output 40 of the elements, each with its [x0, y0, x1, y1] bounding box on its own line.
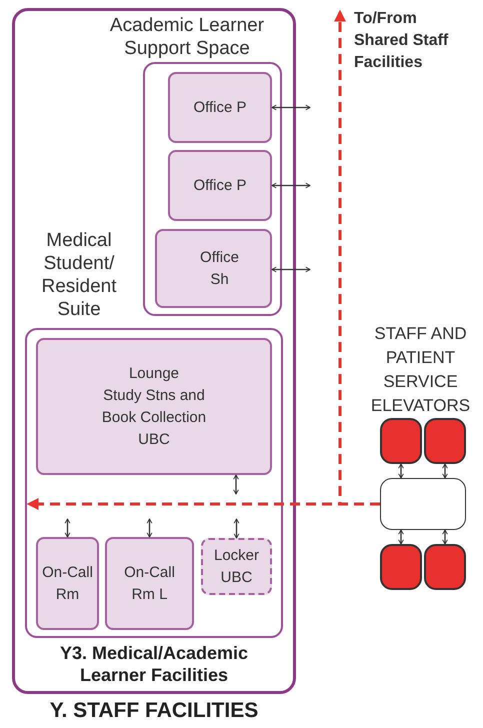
dashed-route-arrow	[26, 498, 380, 510]
room-label: Locker UBC	[212, 546, 260, 588]
double-arrow	[442, 464, 448, 478]
elevator-car	[424, 544, 466, 590]
elevator-car	[424, 418, 466, 464]
room-label: Office P	[193, 176, 247, 196]
room-label: Office Sh	[199, 248, 240, 290]
room-box	[155, 229, 272, 308]
double-arrow	[442, 530, 448, 544]
area-frame	[12, 8, 296, 694]
room-box	[168, 150, 272, 221]
double-arrow	[233, 474, 239, 494]
room-label: Lounge	[128, 364, 180, 384]
double-arrow	[234, 518, 240, 538]
room-box	[36, 338, 272, 475]
room-label: Study Stns and Book Collection	[100, 386, 208, 428]
double-arrow	[146, 518, 152, 538]
double-arrow	[272, 182, 310, 188]
double-arrow	[64, 518, 70, 538]
zone-heading: Medical Student/ Resident Suite	[40, 229, 118, 321]
room-label: Office P	[193, 98, 247, 118]
elevator-lobby	[380, 478, 466, 530]
double-arrow	[272, 266, 310, 272]
room-box	[168, 72, 272, 143]
room-label: On-Call Rm L	[123, 562, 176, 604]
area-title: Y3. Medical/Academic Learner Facilities	[58, 642, 250, 686]
double-arrow	[272, 104, 310, 110]
room-label: On-Call Rm	[41, 562, 94, 604]
room-box	[36, 537, 99, 630]
elevator-car	[380, 418, 422, 464]
destination-label: To/From Shared Staff Facilities	[354, 9, 450, 73]
double-arrow	[398, 464, 404, 478]
elevator-label: STAFF AND PATIENT SERVICE ELEVATORS	[370, 323, 472, 417]
diagram-title: Y. STAFF FACILITIES	[48, 698, 260, 724]
room-box	[105, 537, 194, 630]
double-arrow	[398, 530, 404, 544]
room-label: UBC	[137, 430, 171, 450]
elevator-car	[380, 544, 422, 590]
room-box	[201, 538, 272, 595]
zone-heading: Academic Learner Support Space	[108, 14, 266, 60]
